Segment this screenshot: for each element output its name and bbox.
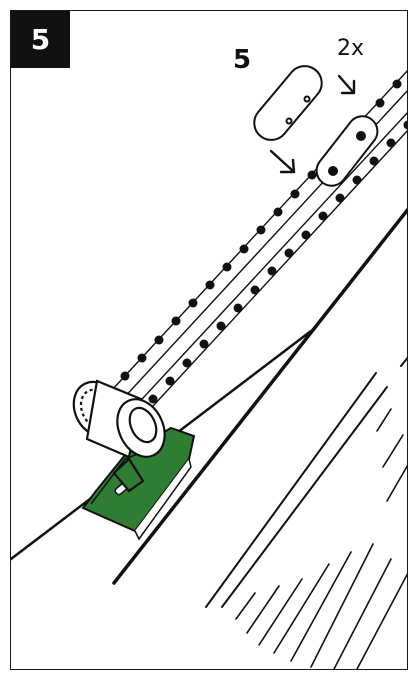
chain-stop-part-icon: [253, 65, 323, 141]
roller-end-plug: [72, 379, 166, 493]
glass-hatching: [235, 408, 407, 669]
assembly-illustration: [11, 65, 407, 669]
quantity-label: 2x: [337, 36, 365, 61]
step-number-badge: 5: [11, 11, 70, 68]
chain-stop-on-chain: [315, 115, 379, 187]
part-number-label: 5: [233, 45, 252, 75]
arrow-icons: [269, 74, 356, 174]
window-frame-lines: [11, 207, 407, 608]
instruction-frame: 5 5 2x: [10, 10, 408, 670]
chain-beads-inner: [148, 120, 407, 404]
